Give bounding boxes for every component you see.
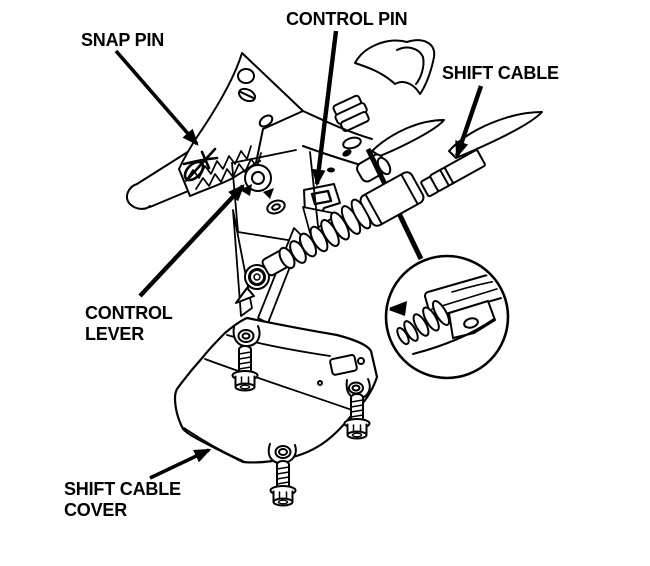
magnified-detail-circle [384, 254, 510, 380]
shift-cable-arrow [454, 85, 484, 159]
ribbed-boss [332, 94, 370, 133]
screw-head-icon [237, 87, 257, 103]
control-lever-label: CONTROL LEVER [85, 303, 173, 344]
shift-cable-label: SHIFT CABLE [442, 63, 559, 83]
shift-cable-cover-label: SHIFT CABLE COVER [64, 479, 181, 520]
control-lever-arrow [138, 184, 245, 298]
control-lever-part [240, 149, 392, 199]
snap-pin-label: SNAP PIN [81, 30, 165, 50]
snap-pin-arrow [114, 49, 199, 146]
ratchet-teeth [195, 152, 262, 190]
leader-arrows [114, 30, 484, 480]
shift-cable-drawing [235, 149, 486, 304]
control-pin-arrow [312, 30, 339, 187]
control-pin-label: CONTROL PIN [286, 9, 408, 29]
shift-cable-cover-drawing [173, 316, 379, 465]
bolt-icon [269, 460, 297, 507]
plate-hole [237, 68, 255, 84]
snap-pin-part [182, 147, 219, 182]
transmission-bracket-drawing [126, 39, 543, 324]
shift-cable-cover-arrow [149, 448, 212, 480]
